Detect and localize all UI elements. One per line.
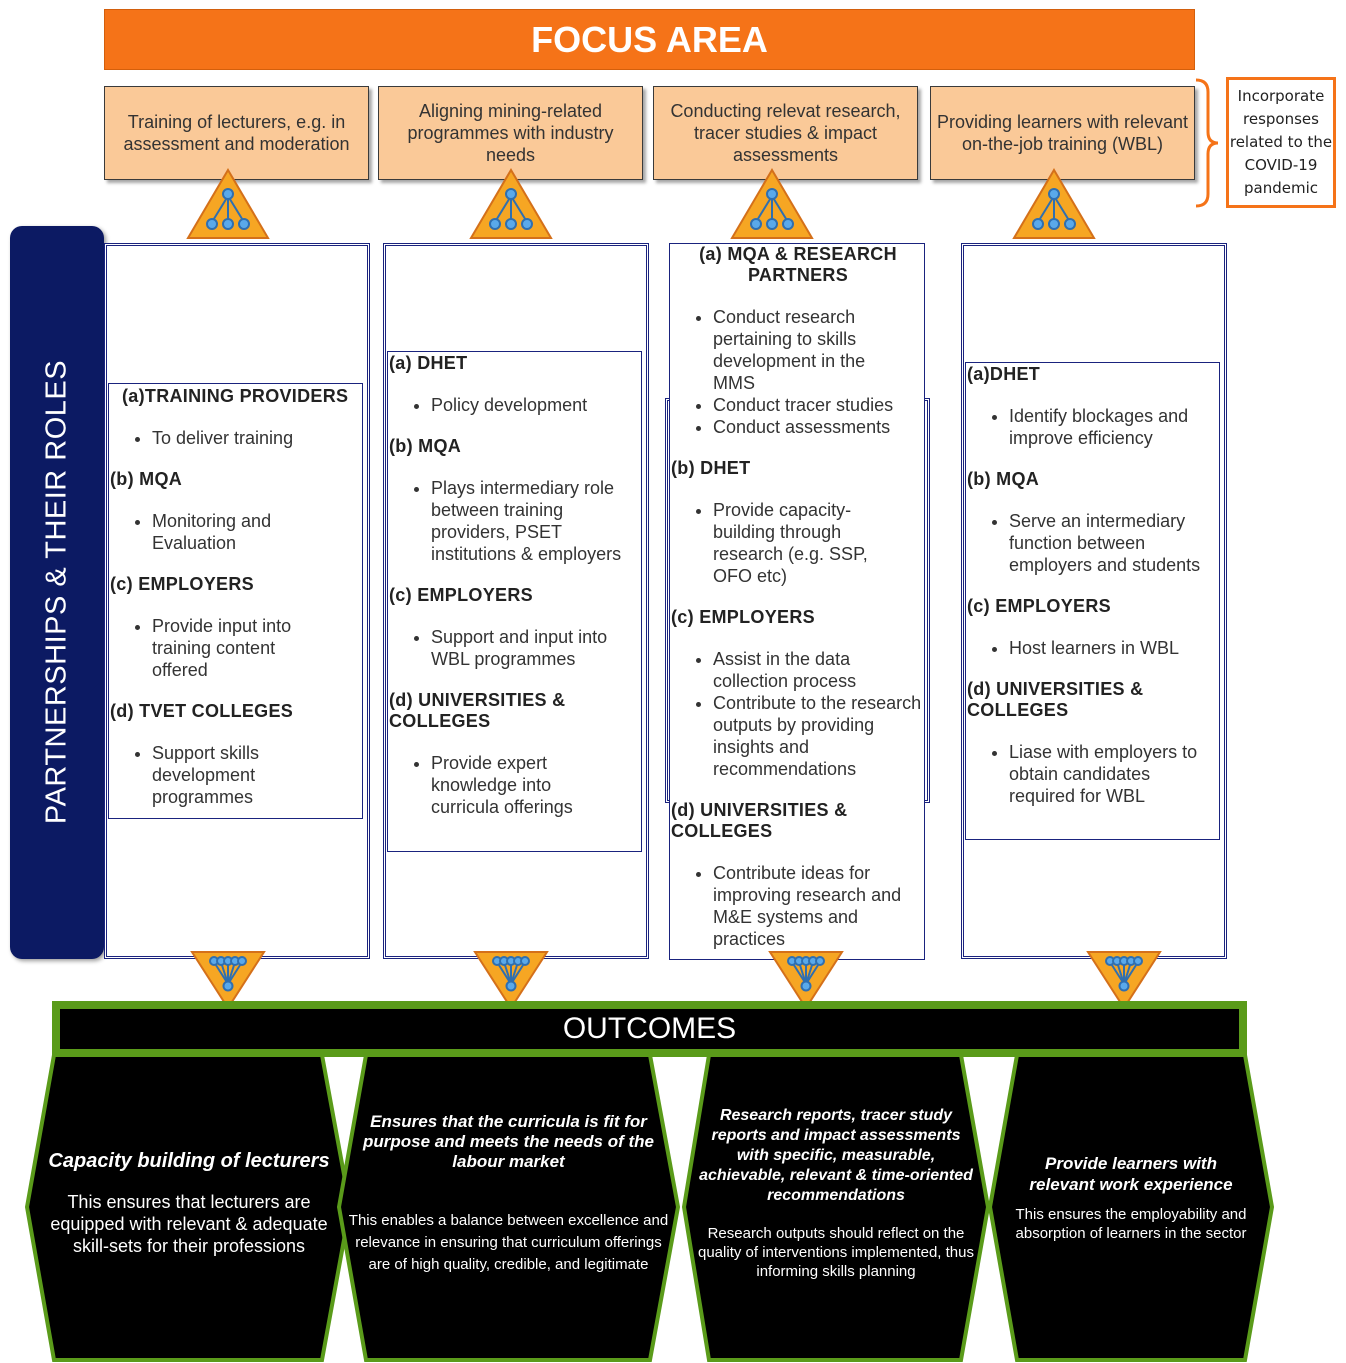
role-bullet: Support skills development programmes [152,742,362,808]
outcome-description: This ensures that lecturers are equipped… [50,1191,328,1256]
role-heading: (d) UNIVERSITIES & COLLEGES [671,800,848,841]
role-heading: (b) MQA [967,469,1040,489]
hierarchy-up-icon [469,168,553,239]
outcome-title: Provide learners with relevant work expe… [1029,1153,1233,1194]
role-heading: (b) DHET [671,458,751,478]
role-heading: (d) UNIVERSITIES & COLLEGES [389,690,566,731]
role-heading: (a)TRAINING PROVIDERS [122,386,349,406]
roles-column-3 [669,243,925,960]
outcomes-bar: OUTCOMES [52,1001,1247,1057]
role-bullet: Plays intermediary role between training… [431,477,641,565]
roles-content-1: (a)TRAINING PROVIDERS To deliver trainin… [110,386,362,808]
outcome-title: Research reports, tracer study reports a… [699,1107,973,1204]
roles-content-4: (a)DHET Identify blockages and improve e… [967,364,1219,807]
outcome-card-4: Provide learners with relevant work expe… [987,1052,1275,1363]
outcome-hex-shape [24,1053,353,1362]
roles-content-2: (a) DHET Policy development (b) MQA Play… [389,353,641,818]
role-bullet: Conduct tracer studies [713,394,925,416]
role-bullet: Conduct assessments [713,416,925,438]
roles-content-3: (a) MQA & RESEARCH PARTNERS Conduct rese… [671,244,925,950]
covid-brace [1195,78,1219,208]
role-heading: (a) DHET [389,353,468,373]
role-heading: (b) MQA [389,436,462,456]
outcome-description: Research outputs should reflect on the q… [698,1225,974,1280]
role-bullet: Assist in the data collection process [713,648,925,692]
role-bullet: Identify blockages and improve efficienc… [1009,405,1219,449]
role-heading: (a)DHET [967,364,1041,384]
outcome-description: This ensures the employability and absor… [1015,1205,1247,1242]
role-bullet: Monitoring and Evaluation [152,510,362,554]
hierarchy-down-icon [473,951,549,1010]
outcome-card-1: Capacity building of lecturers This ensu… [24,1052,354,1363]
hierarchy-down-icon [1086,951,1162,1010]
role-bullet: To deliver training [152,427,362,449]
role-heading: (b) MQA [110,469,183,489]
role-bullet: Provide input into training content offe… [152,615,362,681]
outcome-title: Ensures that the curricula is fit for pu… [363,1111,654,1171]
role-bullet: Contribute to the research outputs by pr… [713,692,925,780]
role-heading: (c) EMPLOYERS [110,574,254,594]
role-bullet: Serve an intermediary function between e… [1009,510,1219,576]
covid-note: Incorporate responses related to the COV… [1226,77,1336,208]
role-heading: (c) EMPLOYERS [671,607,815,627]
outcome-card-2: Ensures that the curricula is fit for pu… [336,1052,681,1363]
role-bullet: Provide capacity-building through resear… [713,499,925,587]
hierarchy-down-icon [768,951,844,1010]
outcome-card-3: Research reports, tracer study reports a… [681,1052,991,1363]
role-bullet: Conduct research pertaining to skills de… [713,306,925,394]
role-bullet: Provide expert knowledge into curricula … [431,752,641,818]
focus-area-title: FOCUS AREA [104,9,1195,70]
role-bullet: Policy development [431,394,641,416]
role-heading: (d) UNIVERSITIES & COLLEGES [967,679,1144,720]
outcome-description: This enables a balance between excellenc… [348,1211,669,1273]
role-bullet: Contribute ideas for improving research … [713,862,925,950]
role-heading: (a) MQA & RESEARCH PARTNERS [699,244,897,285]
hierarchy-down-icon [190,951,266,1010]
roles-inner-box-2 [387,351,642,852]
focus-item-1: Training of lecturers, e.g. in assessmen… [104,86,369,180]
partnerships-title: PARTNERSHIPS & THEIR ROLES [40,359,73,825]
focus-item-3: Conducting relevat research, tracer stud… [653,86,918,180]
focus-item-2: Aligning mining-related programmes with … [378,86,643,180]
hierarchy-up-icon [730,168,814,239]
role-bullet: Liase with employers to obtain candidate… [1009,741,1219,807]
hierarchy-up-icon [186,168,270,239]
hierarchy-up-icon [1012,168,1096,239]
roles-inner-box-1 [108,383,363,819]
focus-item-4: Providing learners with relevant on-the-… [930,86,1195,180]
roles-inner-box-4 [965,362,1220,840]
outcome-title: Capacity building of lecturers [48,1149,330,1172]
role-heading: (c) EMPLOYERS [967,596,1111,616]
outcome-hex-shape [987,1053,1275,1362]
role-heading: (d) TVET COLLEGES [110,701,294,721]
role-heading: (c) EMPLOYERS [389,585,533,605]
outcome-hex-shape [336,1053,681,1362]
role-bullet: Support and input into WBL programmes [431,626,641,670]
outcome-hex-shape [681,1053,991,1362]
outcomes-title: OUTCOMES [60,1009,1239,1049]
role-bullet: Host learners in WBL [1009,637,1219,659]
